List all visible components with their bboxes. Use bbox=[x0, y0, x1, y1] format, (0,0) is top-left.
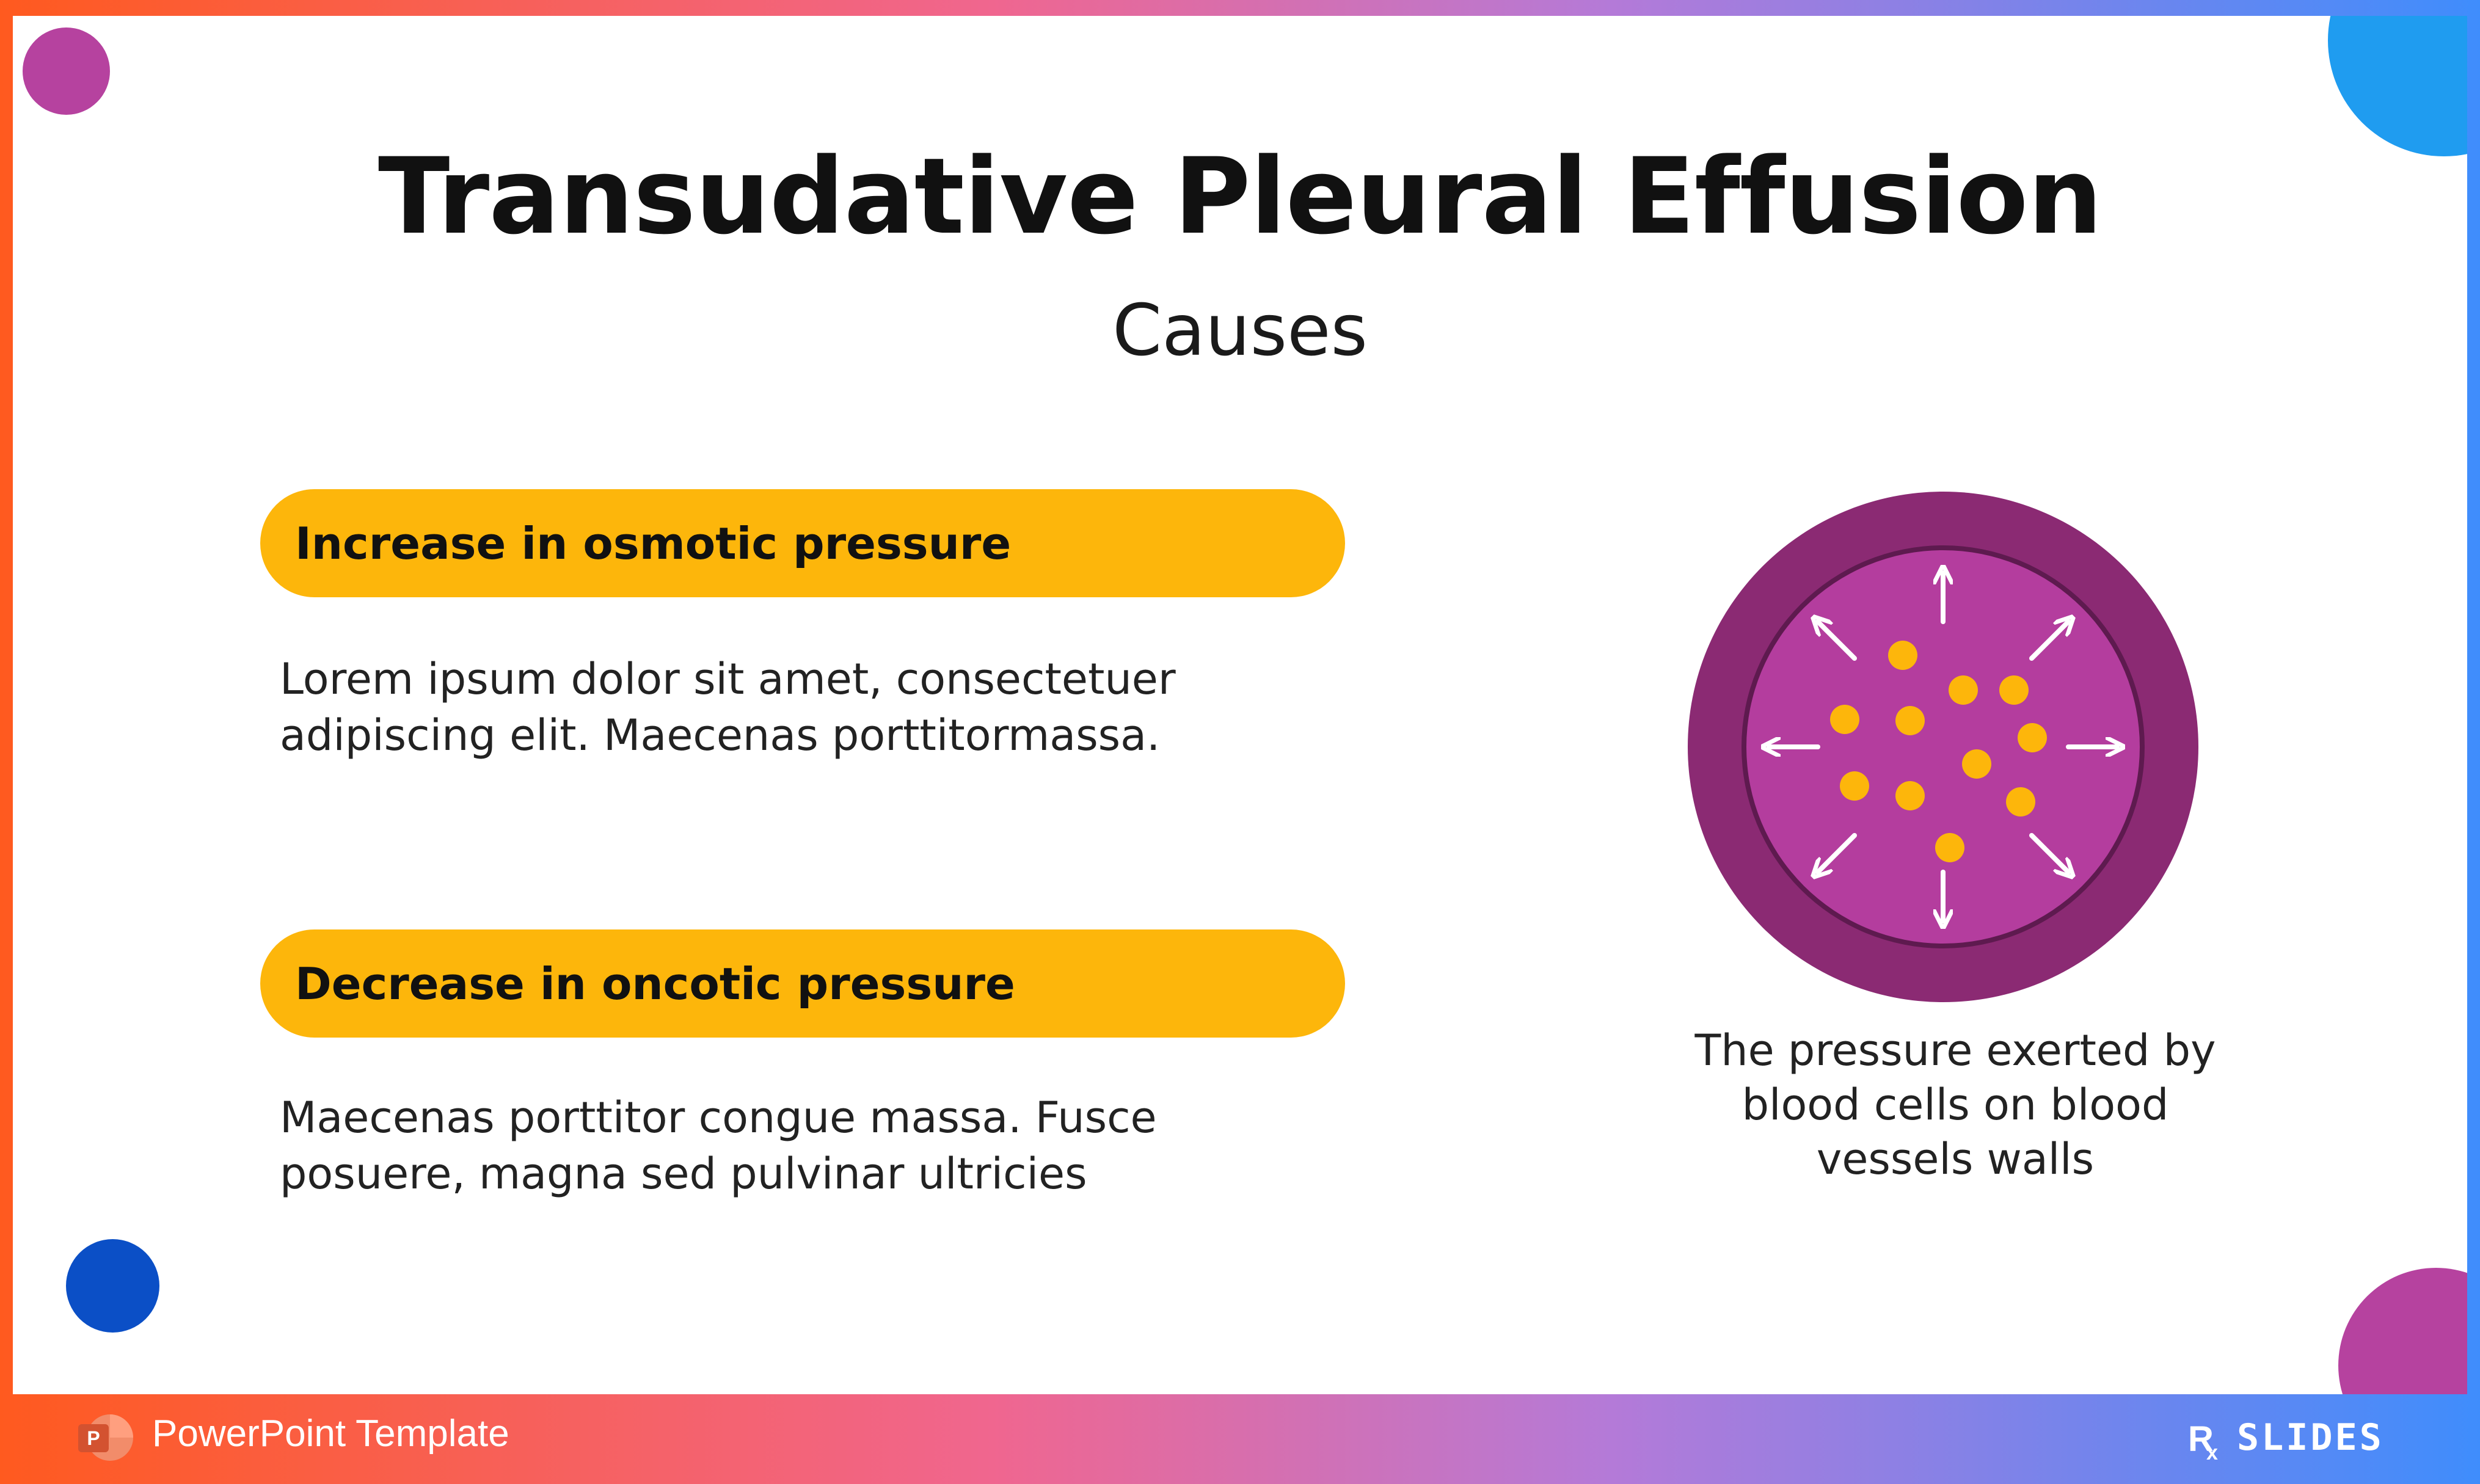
cause-body-line: adipiscing elit. Maecenas porttitormassa… bbox=[280, 710, 1161, 760]
footer-template-label: PowerPoint Template bbox=[152, 1413, 509, 1455]
rxslides-logo: R x SLIDES bbox=[2188, 1416, 2384, 1462]
svg-text:P: P bbox=[87, 1427, 100, 1449]
blood-cell bbox=[1895, 706, 1925, 735]
cause-heading-label: Decrease in oncotic pressure bbox=[295, 958, 1015, 1009]
cause-body-line: posuere, magna sed pulvinar ultricies bbox=[280, 1149, 1087, 1199]
cause-heading-label: Increase in osmotic pressure bbox=[295, 517, 1012, 569]
blood-cell bbox=[1888, 641, 1917, 670]
decor-dot-blue-bottom-left bbox=[66, 1239, 159, 1333]
cause-heading-osmotic: Increase in osmotic pressure bbox=[260, 489, 1345, 597]
blood-cell bbox=[1962, 749, 1991, 779]
blood-cell bbox=[2006, 787, 2035, 817]
blood-cell bbox=[1999, 675, 2029, 705]
svg-text:R: R bbox=[2188, 1419, 2214, 1459]
cause-body-osmotic: Lorem ipsum dolor sit amet, consectetuer… bbox=[280, 651, 1257, 763]
arrow-up-right-icon bbox=[2029, 622, 2068, 661]
arrow-up-left-icon bbox=[1818, 622, 1857, 661]
blood-cell bbox=[1935, 833, 1964, 862]
arrow-down-right-icon bbox=[2029, 833, 2068, 872]
pressure-arrows bbox=[1769, 573, 2117, 921]
diagram-caption: The pressure exerted by blood cells on b… bbox=[1570, 1024, 2340, 1187]
slide-subtitle: Causes bbox=[1112, 289, 1368, 372]
powerpoint-app-icon: P bbox=[78, 1414, 133, 1461]
blood-cell bbox=[1949, 675, 1978, 705]
blood-vessel-cross-section bbox=[1688, 492, 2198, 1002]
slide-title: Transudative Pleural Effusion bbox=[377, 135, 2103, 258]
cause-body-line: Maecenas porttitor congue massa. Fusce bbox=[280, 1093, 1157, 1143]
svg-text:x: x bbox=[2206, 1441, 2218, 1462]
cause-body-line: Lorem ipsum dolor sit amet, consectetuer bbox=[280, 654, 1176, 704]
blood-cell bbox=[1840, 771, 1869, 801]
blood-cell bbox=[1895, 781, 1925, 810]
cause-body-oncotic: Maecenas porttitor congue massa. Fusce p… bbox=[280, 1089, 1257, 1202]
blood-cell bbox=[1830, 705, 1859, 734]
blood-cell bbox=[2018, 723, 2047, 752]
caption-line: vessels walls bbox=[1816, 1134, 2095, 1184]
svg-text:SLIDES: SLIDES bbox=[2237, 1416, 2384, 1459]
caption-line: blood cells on blood bbox=[1741, 1080, 2169, 1130]
slide-canvas: Transudative Pleural Effusion Causes Inc… bbox=[13, 16, 2467, 1394]
cause-heading-oncotic: Decrease in oncotic pressure bbox=[260, 929, 1345, 1038]
blood-cells bbox=[1830, 641, 2047, 862]
caption-line: The pressure exerted by bbox=[1694, 1025, 2216, 1075]
decor-dot-magenta-top-left bbox=[23, 27, 110, 115]
arrow-down-left-icon bbox=[1818, 833, 1857, 872]
decor-dot-magenta-bottom-right bbox=[2338, 1268, 2467, 1394]
